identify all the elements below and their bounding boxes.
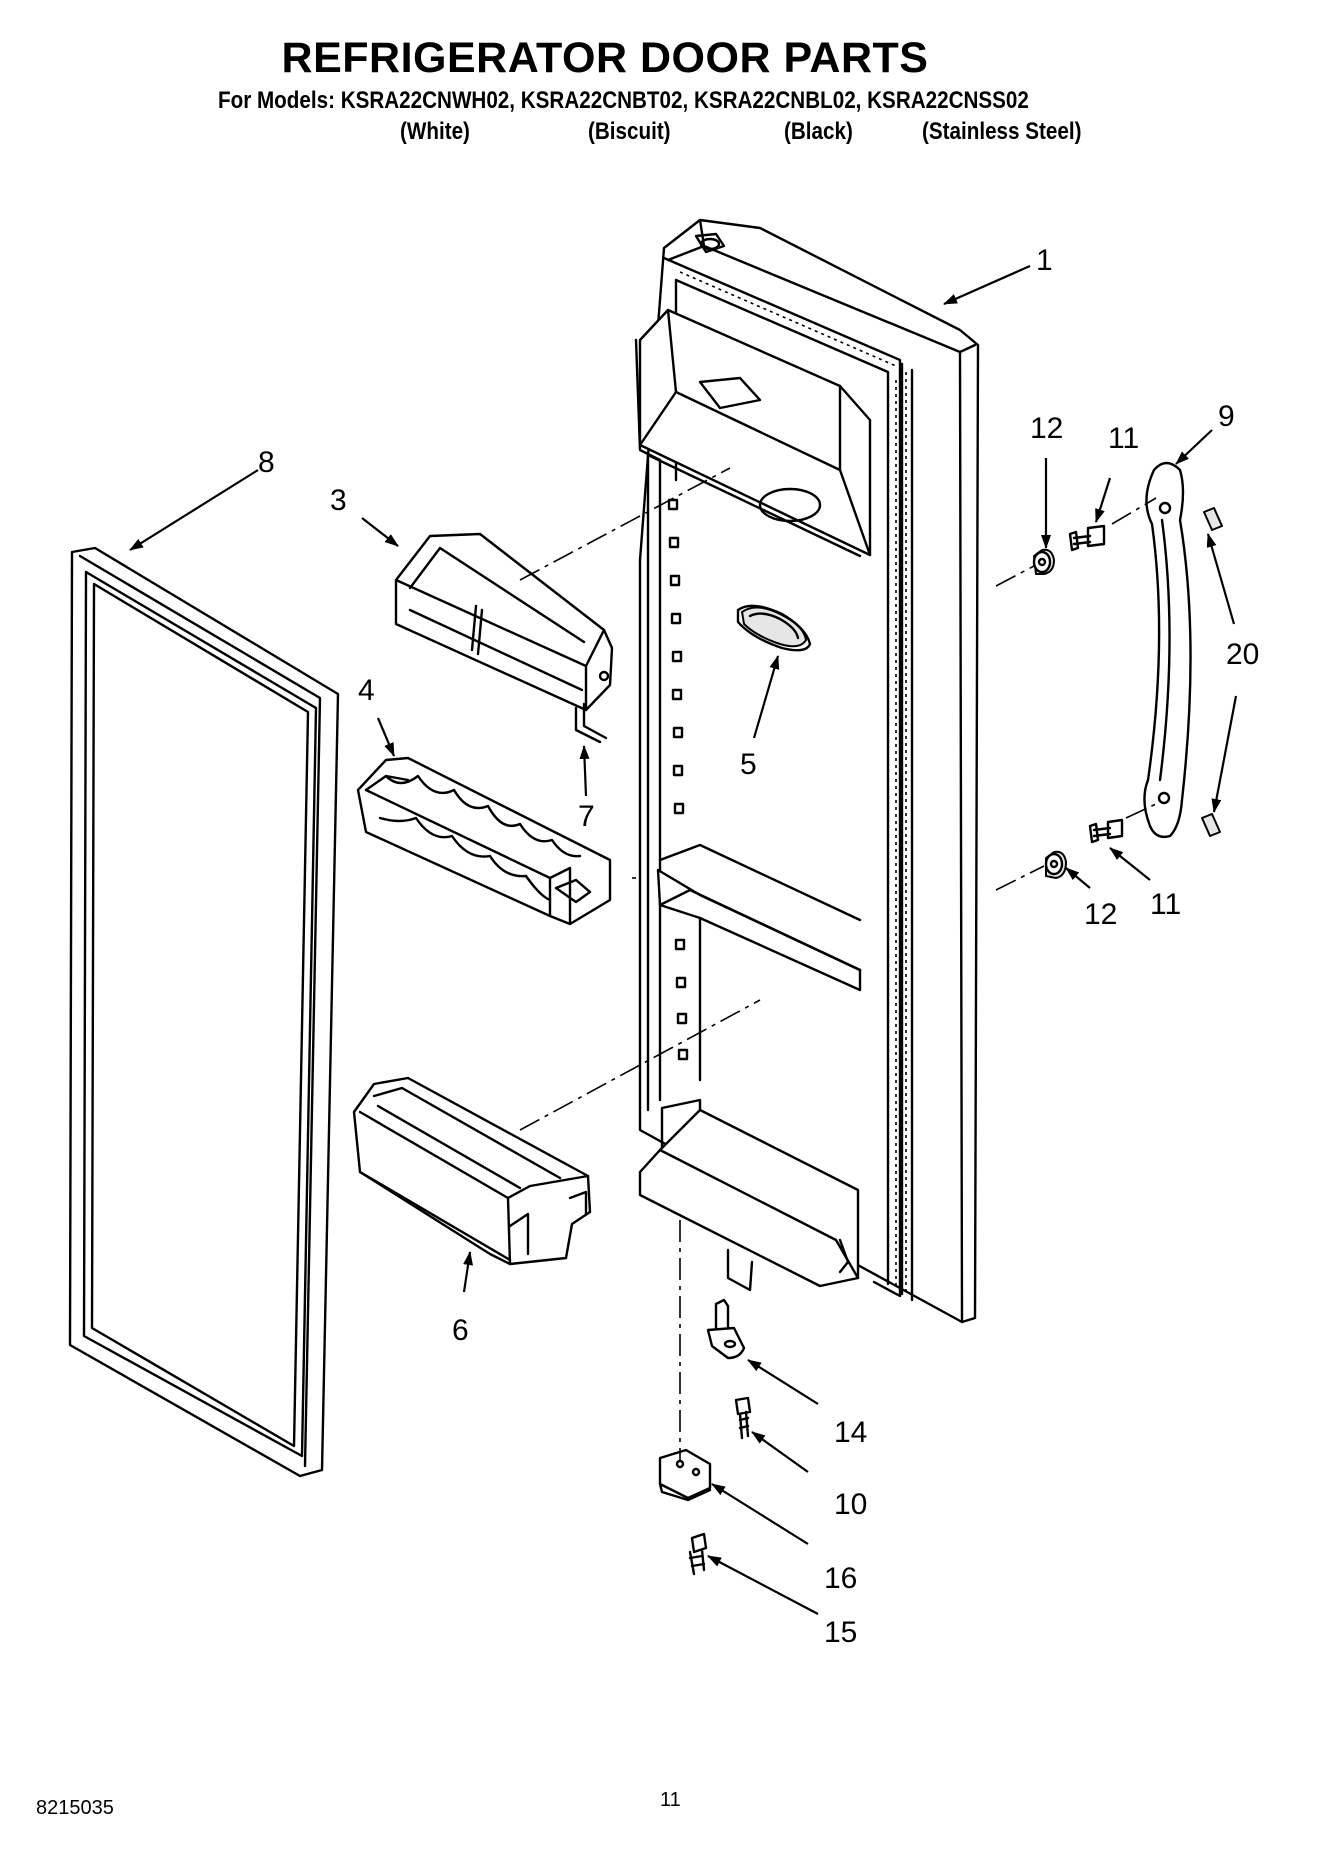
callout-11-lower: 11 [1150,888,1181,921]
callout-8: 8 [258,446,275,479]
callout-3: 3 [330,484,347,517]
door-assembly-part-1 [634,218,980,1324]
finish-stainless: (Stainless Steel) [922,118,1082,145]
door-bin-part-4 [356,756,612,926]
callout-20: 20 [1226,638,1259,671]
callout-9: 9 [1218,400,1235,433]
callout-12-lower: 12 [1084,898,1117,931]
model-list: For Models: KSRA22CNWH02, KSRA22CNBT02, … [218,87,1029,114]
callout-12-upper: 12 [1030,412,1063,445]
callout-1: 1 [1036,244,1053,277]
document-number: 8215035 [36,1797,114,1819]
door-gasket-part-8 [68,546,340,1478]
callout-7: 7 [578,800,595,833]
door-bin-part-6 [352,1076,592,1266]
dairy-door-part-3 [394,532,614,744]
hinge-pin-part-14 [706,1298,746,1360]
callout-11-upper: 11 [1108,422,1139,455]
cover-part-5 [741,606,807,648]
callout-14: 14 [834,1416,867,1449]
callout-arrows [129,264,1238,1615]
callout-labels: 1 8 3 4 5 7 6 12 11 9 20 11 12 14 10 16 … [258,244,1259,1649]
callout-15: 15 [824,1616,857,1649]
callout-16: 16 [824,1562,857,1595]
callout-10: 10 [834,1488,867,1521]
page-number: 11 [660,1789,681,1811]
hinge-bracket-part-16 [658,1448,712,1502]
callout-4: 4 [358,674,375,707]
finish-biscuit: (Biscuit) [588,118,671,145]
page-title: REFRIGERATOR DOOR PARTS [281,34,929,82]
assembly-guides [519,467,1157,1460]
finish-black: (Black) [784,118,853,145]
handle-hardware-lower [1044,813,1221,879]
screw-part-10 [734,1396,752,1440]
screw-part-15 [688,1532,708,1576]
door-handle-part-9 [1143,461,1192,839]
handle-hardware-upper [1032,507,1223,575]
finish-white: (White) [400,118,470,145]
shelf-peg-row [667,498,689,1061]
callout-5: 5 [740,748,757,781]
callout-6: 6 [452,1314,469,1347]
